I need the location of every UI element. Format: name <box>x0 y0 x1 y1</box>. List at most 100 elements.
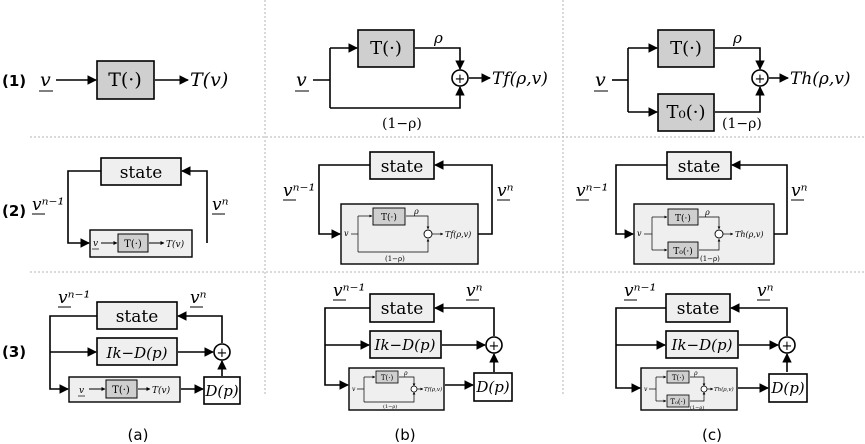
rho-label: ρ <box>433 29 443 47</box>
column-label-b: (b) <box>394 426 415 444</box>
output-label: Tf(ρ,v) <box>445 230 471 239</box>
input-v: v <box>344 229 349 238</box>
base-operator-label: T₀(·) <box>667 102 706 123</box>
state-block <box>369 293 435 323</box>
ik-minus-d-label: Ik−D(p) <box>374 336 436 354</box>
v-prev-label: vⁿ⁻¹ <box>283 181 315 201</box>
v-next-label: vⁿ <box>466 281 483 301</box>
d-p-label: D(p) <box>475 378 509 396</box>
one-minus-rho-label: (1−ρ) <box>383 403 397 410</box>
v-prev-label: vⁿ⁻¹ <box>58 288 90 308</box>
d-p-block <box>473 372 513 402</box>
input-v: v <box>296 69 307 91</box>
panel-2c: state vⁿ⁻¹ vⁿ v T(·) T₀(·) ρ (1−ρ) Th(ρ,… <box>576 151 808 265</box>
operator-block <box>666 370 690 384</box>
state-label: state <box>116 307 159 327</box>
base-operator-block <box>657 93 715 132</box>
one-minus-rho-label: (1−ρ) <box>382 116 422 132</box>
operator-block <box>96 60 155 100</box>
row-label-2: (2) <box>2 202 26 220</box>
operator-block <box>105 379 138 399</box>
one-minus-rho-label: (1−ρ) <box>385 255 405 263</box>
operator-label: T(·) <box>675 213 691 224</box>
sum-node <box>423 229 433 239</box>
input-v: v <box>79 386 84 396</box>
d-p-label: D(p) <box>770 379 804 397</box>
sum-node <box>213 343 231 361</box>
base-operator-block <box>667 241 699 259</box>
panel-2a: state vⁿ⁻¹ vⁿ v T(·) T(v) <box>32 157 229 258</box>
base-operator-label: T₀(·) <box>673 246 693 257</box>
rho-label: ρ <box>693 370 698 377</box>
input-v: v <box>352 386 356 393</box>
operator-label: T(·) <box>108 69 142 91</box>
sum-plus: + <box>755 72 766 87</box>
mini-model-box <box>633 203 775 265</box>
v-prev-label: vⁿ⁻¹ <box>624 281 656 301</box>
state-block <box>666 151 732 180</box>
state-label: state <box>120 163 163 183</box>
v-prev-label: vⁿ⁻¹ <box>576 181 608 201</box>
state-block <box>369 151 435 180</box>
rho-label: ρ <box>704 208 710 217</box>
d-p-block <box>768 373 808 403</box>
sum-node <box>714 229 724 239</box>
output-label: T(v) <box>166 239 185 250</box>
operator-block <box>667 208 699 226</box>
sum-node <box>485 336 503 354</box>
base-operator-block <box>666 394 690 408</box>
panel-1c: v T(·) T₀(·) ρ (1−ρ) + Th(ρ,v) <box>594 29 851 132</box>
input-v: v <box>644 386 648 393</box>
input-v: v <box>93 239 98 249</box>
operator-label: T(·) <box>381 374 394 382</box>
d-p-block <box>203 376 241 405</box>
mini-model-box <box>340 203 479 265</box>
ik-minus-d-label: Ik−D(p) <box>106 344 168 362</box>
input-v: v <box>595 69 606 91</box>
output-label: Th(ρ,v) <box>735 230 764 239</box>
sum-node <box>778 336 796 354</box>
panel-1b: v T(·) ρ (1−ρ) + Tf(ρ,v) <box>295 29 548 132</box>
rho-label: ρ <box>403 370 408 377</box>
state-label: state <box>381 299 424 319</box>
input-v: v <box>40 69 51 91</box>
operator-label: T(·) <box>672 374 685 382</box>
operator-block <box>117 233 149 253</box>
one-minus-rho-label: (1−ρ) <box>690 404 704 411</box>
state-label: state <box>678 157 721 177</box>
panel-3a: state Ik−D(p) + vⁿ⁻¹ vⁿ v T(·) T(v) D(p) <box>49 288 241 405</box>
ik-minus-d-block <box>369 330 442 359</box>
sum-node <box>751 69 769 87</box>
one-minus-rho-label: (1−ρ) <box>722 116 762 132</box>
operator-label: T(·) <box>112 385 130 396</box>
sum-plus: + <box>489 339 500 354</box>
state-label: state <box>381 157 424 177</box>
panel-3b: state Ik−D(p) + vⁿ⁻¹ vⁿ v T(·) ρ (1−ρ) T… <box>324 281 513 411</box>
sum-plus: + <box>782 339 793 354</box>
operator-block <box>357 29 415 68</box>
operator-label: T(·) <box>670 38 702 59</box>
v-prev-label: vⁿ⁻¹ <box>333 281 365 301</box>
base-operator-label: T₀(·) <box>670 398 685 406</box>
output-label: Th(ρ,v) <box>714 386 734 393</box>
output-label: Th(ρ,v) <box>790 69 851 89</box>
operator-label: T(·) <box>124 239 142 250</box>
d-p-label: D(p) <box>204 382 238 400</box>
panel-3c: state Ik−D(p) + vⁿ⁻¹ vⁿ v T(·) T₀(·) ρ (… <box>615 281 808 411</box>
column-label-c: (c) <box>702 426 722 444</box>
one-minus-rho-label: (1−ρ) <box>700 255 720 263</box>
sum-node <box>451 69 469 87</box>
output-label: T(v) <box>152 385 171 396</box>
v-next-label: vⁿ <box>497 181 514 201</box>
v-next-label: vⁿ <box>757 281 774 301</box>
state-label: state <box>677 299 720 319</box>
ik-minus-d-block <box>96 337 178 366</box>
input-v: v <box>637 229 642 238</box>
panel-1a: v T(·) T(v) <box>39 60 228 100</box>
sum-node <box>700 385 708 393</box>
panel-2b: state vⁿ⁻¹ vⁿ v T(·) ρ (1−ρ) Tf(ρ,v) <box>283 151 514 265</box>
output-label: T(v) <box>190 69 228 91</box>
operator-block <box>375 370 399 384</box>
operator-label: T(·) <box>381 212 397 223</box>
ik-minus-d-block <box>665 330 739 359</box>
